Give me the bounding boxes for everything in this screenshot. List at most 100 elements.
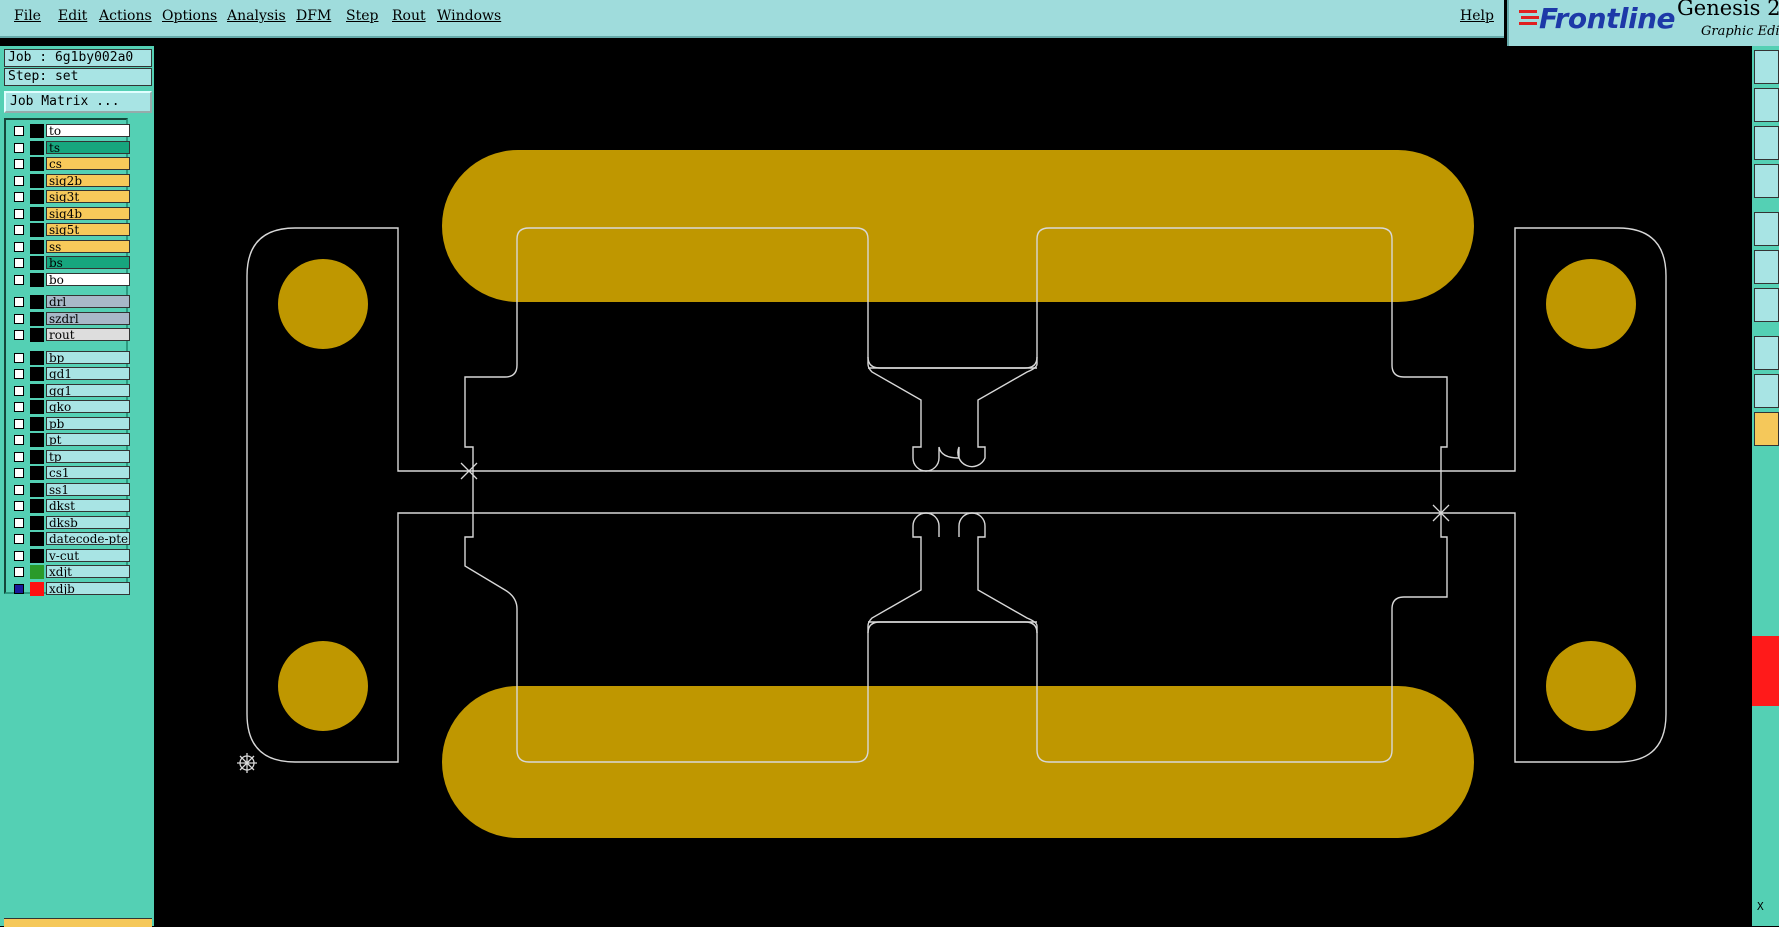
layer-checkbox[interactable] bbox=[14, 451, 24, 462]
layer-checkbox[interactable] bbox=[14, 385, 24, 396]
layer-checkbox[interactable] bbox=[14, 192, 24, 202]
layer-name[interactable]: xdjb bbox=[46, 581, 130, 595]
layer-checkbox[interactable] bbox=[14, 567, 24, 577]
layer-row-sig2b[interactable]: sig2b bbox=[10, 173, 130, 188]
zoom-fit-icon[interactable] bbox=[1754, 126, 1779, 160]
layer-color-swatch[interactable] bbox=[30, 311, 44, 326]
layer-name[interactable]: gd1 bbox=[46, 367, 130, 380]
feature-select-icon[interactable] bbox=[1754, 336, 1779, 370]
layer-checkbox[interactable] bbox=[14, 402, 24, 412]
menu-windows[interactable]: Windows bbox=[437, 8, 502, 24]
line-icon[interactable] bbox=[1754, 288, 1779, 322]
layer-color-swatch[interactable] bbox=[30, 173, 44, 188]
layer-name[interactable]: ts bbox=[46, 140, 130, 154]
menu-help[interactable]: Help bbox=[1460, 8, 1494, 24]
layer-color-swatch[interactable] bbox=[30, 350, 44, 365]
layer-checkbox[interactable] bbox=[14, 501, 24, 511]
layer-row-bp[interactable]: bp bbox=[10, 350, 130, 365]
layer-row-gd1[interactable]: gd1 bbox=[10, 367, 130, 381]
layer-name[interactable]: sig5t bbox=[46, 223, 130, 236]
layer-name[interactable]: dkst bbox=[46, 499, 130, 512]
layer-name[interactable]: sig3t bbox=[46, 190, 130, 203]
layer-color-swatch[interactable] bbox=[30, 499, 44, 513]
layer-row-sig3t[interactable]: sig3t bbox=[10, 190, 130, 204]
graphic-canvas[interactable] bbox=[155, 46, 1750, 926]
layer-color-swatch[interactable] bbox=[30, 532, 44, 546]
layer-checkbox[interactable] bbox=[14, 126, 24, 136]
layer-color-swatch[interactable] bbox=[30, 272, 44, 287]
layer-name[interactable]: xdjt bbox=[46, 565, 130, 578]
layer-checkbox[interactable] bbox=[14, 313, 24, 324]
layer-row-szdrl[interactable]: szdrl bbox=[10, 311, 130, 326]
layer-checkbox[interactable] bbox=[14, 352, 24, 363]
layer-row-xdjb[interactable]: xdjb bbox=[10, 581, 130, 596]
layer-row-tp[interactable]: tp bbox=[10, 449, 130, 464]
layer-row-ss1[interactable]: ss1 bbox=[10, 482, 130, 497]
layer-checkbox[interactable] bbox=[14, 142, 24, 153]
layer-name[interactable]: cs bbox=[46, 157, 130, 170]
layer-color-swatch[interactable] bbox=[30, 416, 44, 431]
layer-row-cs1[interactable]: cs1 bbox=[10, 466, 130, 480]
layer-checkbox[interactable] bbox=[14, 175, 24, 186]
layer-color-swatch[interactable] bbox=[30, 124, 44, 138]
layer-name[interactable]: gg1 bbox=[46, 383, 130, 397]
layer-name[interactable]: bs bbox=[46, 256, 130, 269]
menu-step[interactable]: Step bbox=[346, 8, 379, 24]
layer-name[interactable]: pt bbox=[46, 433, 130, 446]
menu-rout[interactable]: Rout bbox=[392, 8, 426, 24]
layer-checkbox[interactable] bbox=[14, 369, 24, 379]
layer-color-swatch[interactable] bbox=[30, 400, 44, 414]
layer-checkbox[interactable] bbox=[14, 484, 24, 495]
pan-icon[interactable] bbox=[1754, 88, 1779, 122]
layer-name[interactable]: rout bbox=[46, 328, 130, 341]
layer-color-swatch[interactable] bbox=[30, 328, 44, 342]
layer-row-gg1[interactable]: gg1 bbox=[10, 383, 130, 398]
layer-checkbox[interactable] bbox=[14, 330, 24, 340]
layer-row-bs[interactable]: bs bbox=[10, 256, 130, 270]
layer-name[interactable]: sig2b bbox=[46, 173, 130, 187]
layer-color-swatch[interactable] bbox=[30, 565, 44, 579]
layer-row-pb[interactable]: pb bbox=[10, 416, 130, 431]
layer-color-swatch[interactable] bbox=[30, 466, 44, 480]
layer-checkbox[interactable] bbox=[14, 241, 24, 252]
snap-icon[interactable] bbox=[1754, 212, 1779, 246]
measure-icon[interactable] bbox=[1754, 164, 1779, 198]
layer-name[interactable]: datecode-pte bbox=[46, 532, 130, 545]
route-icon[interactable] bbox=[1754, 250, 1779, 284]
layer-row-pt[interactable]: pt bbox=[10, 433, 130, 447]
layer-row-sig5t[interactable]: sig5t bbox=[10, 223, 130, 237]
layer-row-drl[interactable]: drl bbox=[10, 295, 130, 309]
layer-name[interactable]: cs1 bbox=[46, 466, 130, 479]
layer-color-swatch[interactable] bbox=[30, 548, 44, 563]
layer-color-swatch[interactable] bbox=[30, 239, 44, 254]
layer-row-cs[interactable]: cs bbox=[10, 157, 130, 171]
pointer-icon[interactable] bbox=[1754, 412, 1779, 446]
layer-name[interactable]: dksb bbox=[46, 515, 130, 529]
layer-row-ss[interactable]: ss bbox=[10, 239, 130, 254]
layer-row-rout[interactable]: rout bbox=[10, 328, 130, 342]
layer-name[interactable]: szdrl bbox=[46, 311, 130, 325]
layer-color-swatch[interactable] bbox=[30, 223, 44, 237]
layer-checkbox[interactable] bbox=[14, 517, 24, 528]
menu-edit[interactable]: Edit bbox=[58, 8, 88, 24]
layer-color-swatch[interactable] bbox=[30, 206, 44, 221]
layer-row-bo[interactable]: bo bbox=[10, 272, 130, 287]
layer-name[interactable]: bo bbox=[46, 272, 130, 286]
menu-dfm[interactable]: DFM bbox=[296, 8, 332, 24]
layer-name[interactable]: to bbox=[46, 124, 130, 137]
layer-name[interactable]: drl bbox=[46, 295, 130, 308]
layer-name[interactable]: sig4b bbox=[46, 206, 130, 220]
layer-name[interactable]: ss1 bbox=[46, 482, 130, 496]
zoom-home-icon[interactable] bbox=[1754, 50, 1779, 84]
layer-color-swatch[interactable] bbox=[30, 157, 44, 171]
layer-color-swatch[interactable] bbox=[30, 581, 44, 596]
layer-checkbox[interactable] bbox=[14, 534, 24, 544]
layer-checkbox[interactable] bbox=[14, 435, 24, 445]
layer-checkbox[interactable] bbox=[14, 208, 24, 219]
layer-color-swatch[interactable] bbox=[30, 482, 44, 497]
menu-actions[interactable]: Actions bbox=[99, 8, 152, 24]
draw-icon[interactable] bbox=[1754, 374, 1779, 408]
layer-checkbox[interactable] bbox=[14, 550, 24, 561]
layer-name[interactable]: pb bbox=[46, 416, 130, 430]
layer-name[interactable]: bp bbox=[46, 350, 130, 364]
